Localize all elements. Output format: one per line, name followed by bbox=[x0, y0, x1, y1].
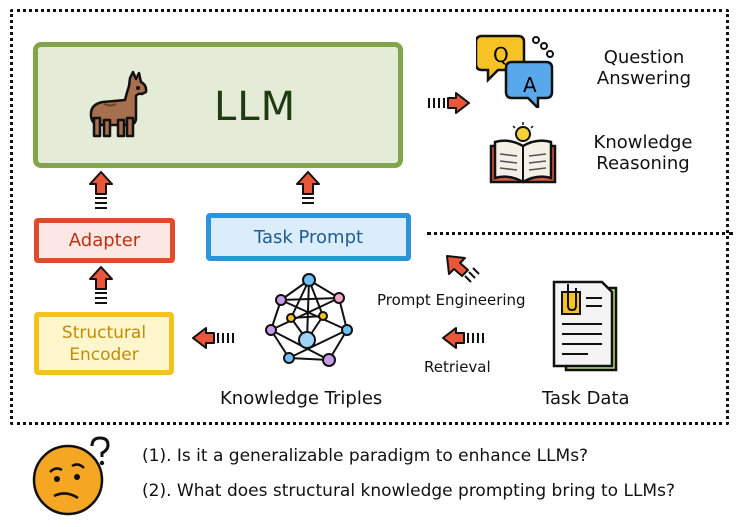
encoder-label-line2: Encoder bbox=[69, 344, 139, 365]
output-arrow-icon bbox=[428, 92, 470, 114]
task-document-icon bbox=[552, 280, 618, 372]
kr-label-line2: Reasoning bbox=[596, 153, 690, 174]
kr-label-line1: Knowledge bbox=[593, 132, 693, 153]
llm-label: LLM bbox=[214, 84, 297, 130]
task-prompt-box: Task Prompt bbox=[206, 213, 411, 261]
qa-bubbles-icon: Q A bbox=[476, 34, 554, 108]
adapter-box: Adapter bbox=[34, 218, 175, 263]
kr-label: Knowledge Reasoning bbox=[588, 132, 698, 174]
prompt-engineering-label: Prompt Engineering bbox=[377, 291, 526, 309]
qa-bubble-q: Q bbox=[493, 43, 509, 67]
knowledge-triples-label: Knowledge Triples bbox=[220, 388, 383, 409]
task-prompt-label: Task Prompt bbox=[253, 226, 364, 248]
retrieval-arrow-icon bbox=[442, 327, 484, 349]
qa-label: Question Answering bbox=[596, 47, 692, 89]
knowledge-graph-icon bbox=[265, 273, 353, 367]
adapter-to-llm-arrow-icon bbox=[89, 171, 113, 209]
llama-icon bbox=[89, 70, 148, 138]
prompt-to-llm-arrow-icon bbox=[296, 171, 320, 204]
retrieval-label: Retrieval bbox=[424, 358, 491, 376]
qa-label-line2: Answering bbox=[596, 68, 692, 89]
task-data-label: Task Data bbox=[542, 388, 630, 409]
prompt-engineering-arrow-icon bbox=[446, 255, 480, 283]
question-1: (1). Is it a generalizable paradigm to e… bbox=[142, 446, 589, 466]
adapter-label: Adapter bbox=[68, 230, 141, 251]
question-2: (2). What does structural knowledge prom… bbox=[142, 481, 675, 501]
encoder-label-line1: Structural bbox=[61, 322, 147, 343]
outer-dotted-frame bbox=[10, 9, 729, 425]
qa-label-line1: Question bbox=[603, 47, 685, 68]
section-divider bbox=[427, 232, 733, 235]
structural-encoder-box: Structural Encoder bbox=[34, 312, 174, 375]
qa-bubble-a: A bbox=[523, 73, 537, 97]
encoder-to-adapter-arrow-icon bbox=[89, 266, 113, 304]
triples-to-encoder-arrow-icon bbox=[192, 327, 234, 349]
book-lightbulb-icon bbox=[489, 122, 557, 184]
thinking-face-icon bbox=[32, 436, 110, 516]
